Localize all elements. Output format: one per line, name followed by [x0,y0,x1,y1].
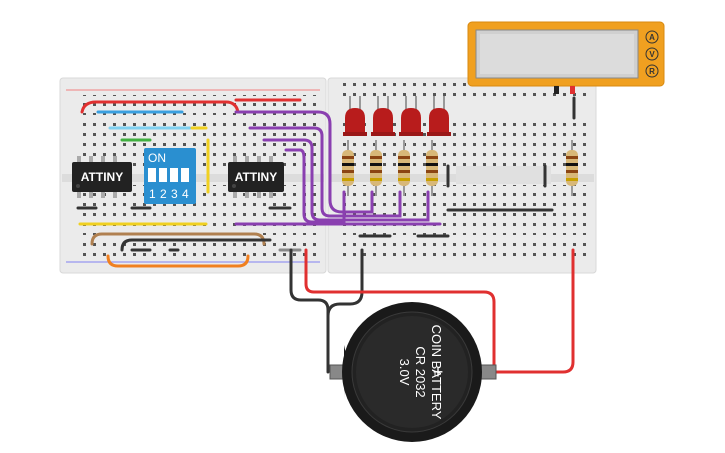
orange-jumper [106,254,250,268]
dip-toggle-1[interactable] [148,168,156,182]
battery-wires [289,248,575,374]
led-4 [427,96,451,136]
dip-number-3: 3 [171,187,178,201]
multimeter[interactable]: A V R [467,21,665,94]
led-1 [343,96,367,136]
dip-toggle-2[interactable] [159,168,167,182]
mm-probe-red [570,86,575,94]
dip-toggle-3[interactable] [170,168,178,182]
resistor-2 [370,140,382,196]
dip-number-2: 2 [160,187,167,201]
led-3 [399,96,423,136]
mm-button-a[interactable]: A [645,30,659,44]
battery-line-2: CR 2032 [413,346,428,397]
battery-plus-sign: + [433,362,444,382]
coin-battery: COIN BATTERY CR 2032 3.0V + [329,302,497,442]
jumper-wires-left [76,98,302,268]
resistor-4 [426,140,438,196]
resistor-1 [342,140,354,196]
mm-button-v[interactable]: V [645,47,659,61]
attiny-chip-2: ATTINY [228,156,284,198]
leds [343,96,451,136]
black-wire-to-battery-a [289,248,330,374]
purple-wires [234,110,442,226]
mm-button-r-label: R [649,67,655,76]
mm-button-a-label: A [649,33,655,42]
dip-number-4: 4 [182,187,189,201]
breadboard-right [327,77,597,274]
battery-line-3: 3.0V [397,359,412,386]
led-2 [371,96,395,136]
red-jumper-top [80,100,240,114]
resistor-5 [566,140,578,196]
red-wire-to-battery-a [304,248,496,374]
battery-line-1: COIN BATTERY [429,325,444,420]
black-jumper-mid [120,238,272,252]
dip-switch[interactable]: ON 1 2 3 4 [144,148,196,204]
mm-button-v-label: V [649,50,655,59]
mm-probe-black [554,86,559,94]
black-wires-right [358,96,576,238]
resistor-3 [398,140,410,196]
chip-2-label: ATTINY [235,170,277,184]
dip-toggle-4[interactable] [181,168,189,182]
attiny-chip-1: ATTINY [72,156,132,198]
black-wire-to-battery-b [326,248,364,318]
red-wire-to-battery-b [492,248,575,374]
dip-number-1: 1 [149,187,156,201]
chip-1-label: ATTINY [81,170,123,184]
mm-button-r[interactable]: R [645,64,659,78]
dip-on-label: ON [148,151,166,165]
resistors [342,140,578,196]
